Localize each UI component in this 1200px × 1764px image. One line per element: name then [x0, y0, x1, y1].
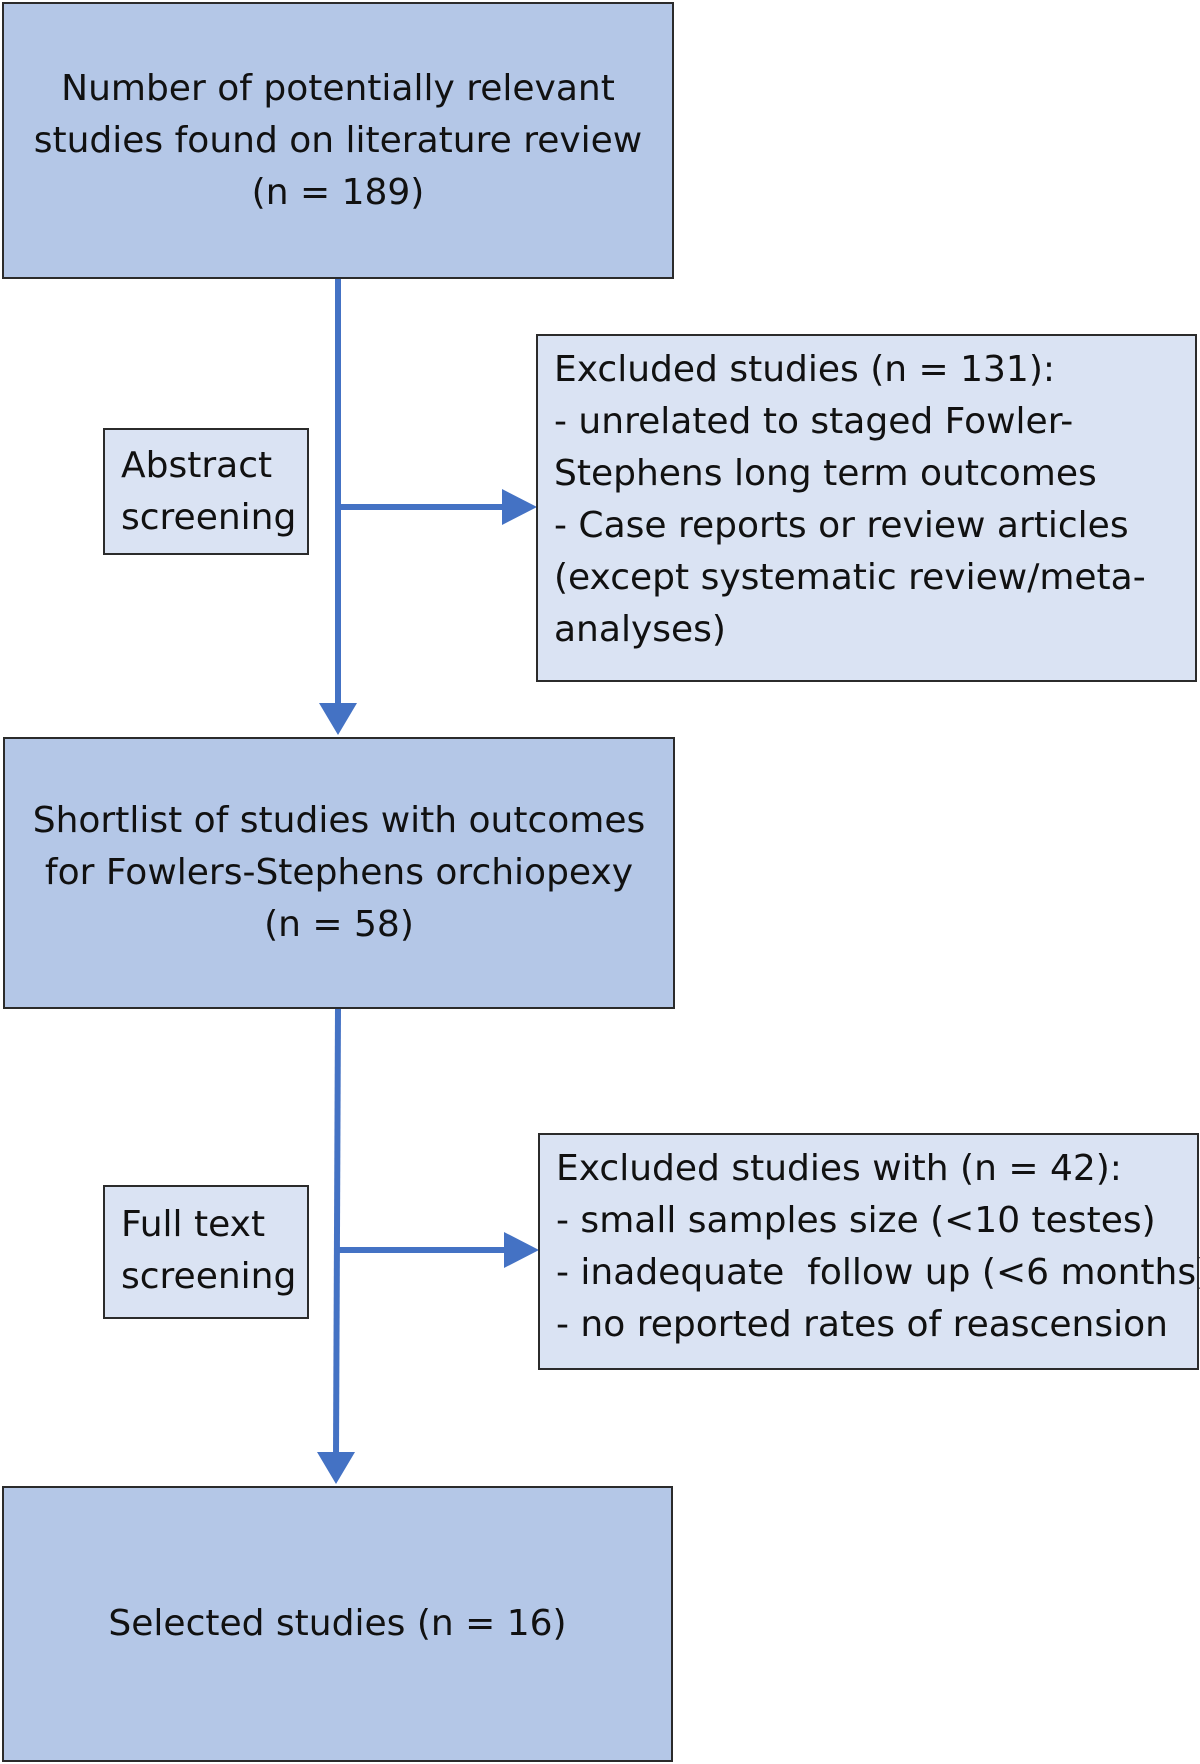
selected-studies-text: Selected studies (n = 16) [108, 1603, 567, 1644]
abstract-screening-line-1: Abstract [121, 445, 273, 486]
arrowhead-down-shortlist [319, 703, 357, 735]
abstract-screening-line-2: screening [121, 497, 297, 538]
arrowhead-right-excluded-abstract [502, 489, 537, 525]
selected-studies-box: Selected studies (n = 16) [2, 1486, 673, 1762]
shortlist-box: Shortlist of studies with outcomes for F… [3, 737, 675, 1009]
excluded-abstract-reason-1a: - unrelated to staged Fowler- [554, 401, 1074, 442]
excluded-fulltext-reason-1: - small samples size (<10 testes) [556, 1200, 1156, 1241]
shortlist-line-1: Shortlist of studies with outcomes [32, 800, 646, 841]
excluded-abstract-heading: Excluded studies (n = 131): [554, 349, 1056, 390]
excluded-fulltext-reason-2: - inadequate follow up (<6 months) [556, 1252, 1200, 1293]
excluded-abstract-reason-1b: Stephens long term outcomes [554, 453, 1097, 494]
shortlist-count: (n = 58) [264, 904, 414, 945]
excluded-fulltext-heading: Excluded studies with (n = 42): [556, 1148, 1122, 1189]
shortlist-line-2: for Fowlers-Stephens orchiopexy [44, 852, 634, 893]
main-flow-line-2 [333, 1007, 341, 1456]
arrowhead-down-selected [317, 1452, 355, 1484]
fulltext-screening-label: Full text screening [103, 1185, 309, 1319]
identified-studies-line-1: Number of potentially relevant [61, 67, 615, 109]
excluded-abstract-reason-2b: (except systematic review/meta- [554, 557, 1146, 598]
fulltext-screening-line-1: Full text [121, 1204, 266, 1245]
arrowhead-right-excluded-fulltext [504, 1232, 539, 1268]
identified-studies-box: Number of potentially relevant studies f… [2, 2, 674, 279]
fulltext-screening-line-2: screening [121, 1256, 297, 1297]
excluded-fulltext-reason-3: - no reported rates of reascension [556, 1304, 1168, 1345]
excluded-abstract-reason-2c: analyses) [554, 609, 726, 650]
excluded-fulltext-box: Excluded studies with (n = 42): - small … [538, 1133, 1200, 1370]
excluded-abstract-box: Excluded studies (n = 131): - unrelated … [536, 334, 1197, 682]
abstract-screening-label: Abstract screening [103, 428, 309, 555]
identified-studies-count: (n = 189) [251, 171, 425, 213]
excluded-abstract-reason-2a: - Case reports or review articles [554, 505, 1129, 546]
identified-studies-line-2: studies found on literature review [33, 119, 643, 161]
